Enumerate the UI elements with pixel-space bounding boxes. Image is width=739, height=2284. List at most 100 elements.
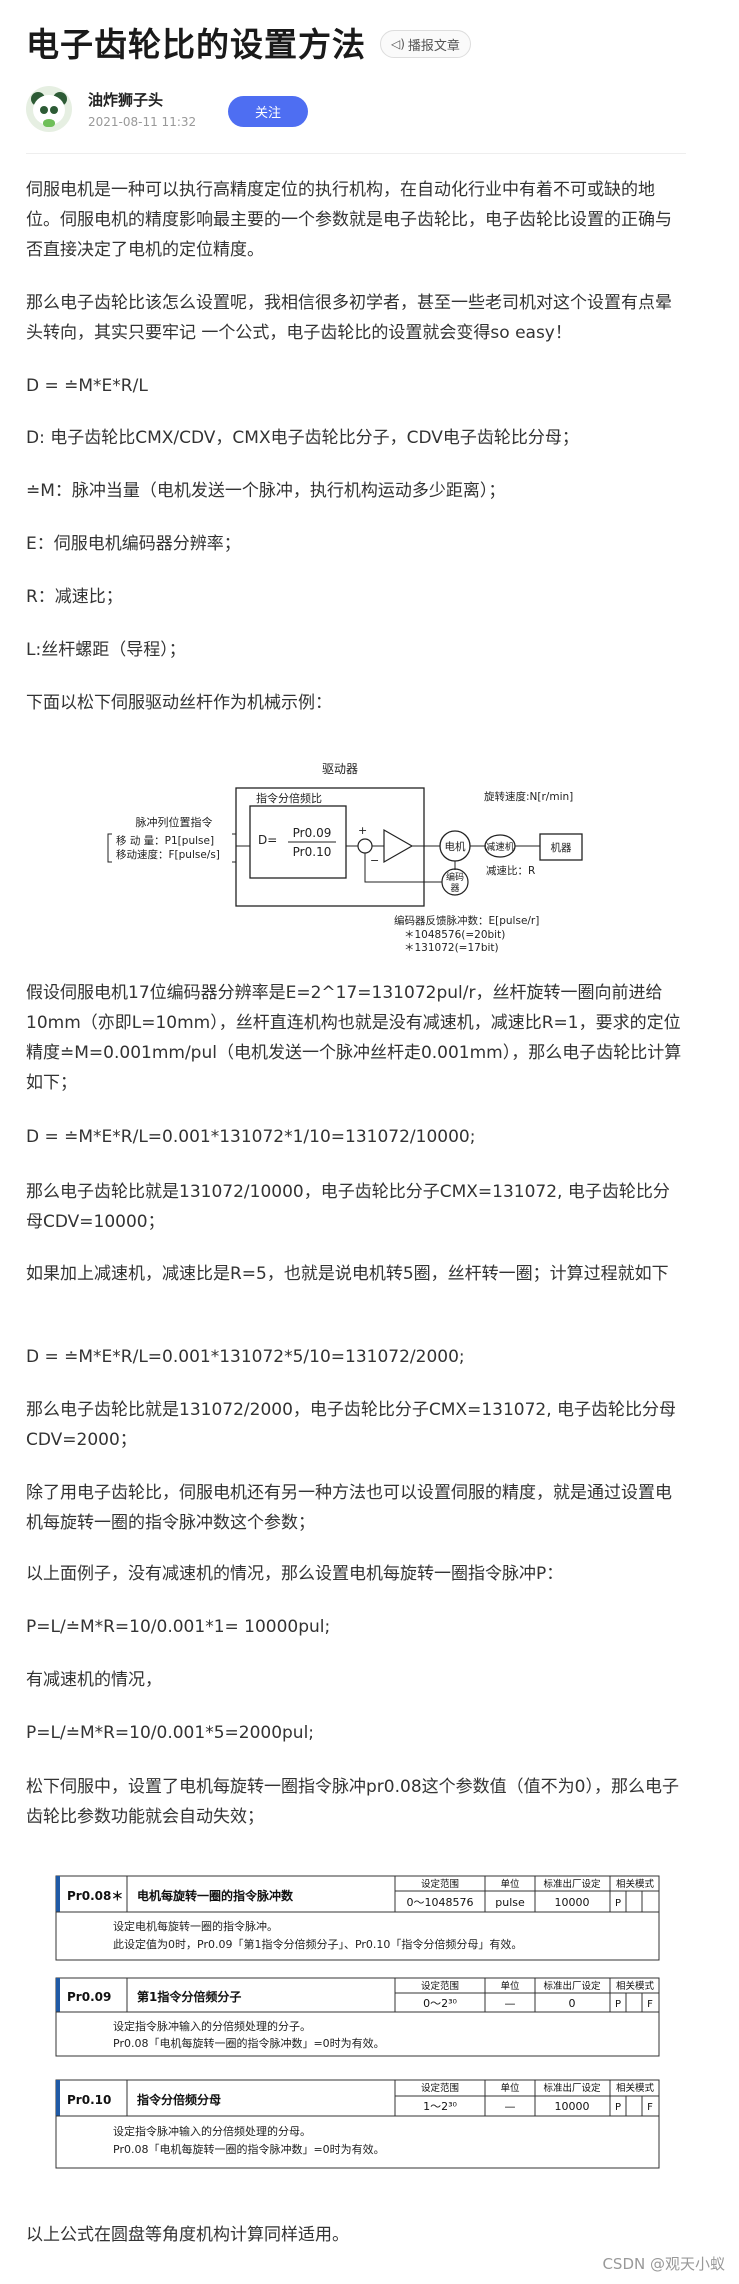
mode-header: 相关模式 xyxy=(616,1980,655,1992)
driver-label: 驱动器 xyxy=(322,762,358,776)
mode-p: P xyxy=(615,1898,621,1909)
range-value: 1～2³⁰ xyxy=(423,2100,457,2113)
param-description: Pr0.08「电机每旋转一圈的指令脉冲数」=0时为有效。 xyxy=(113,2036,385,2050)
param-description: 设定指令脉冲输入的分倍频处理的分母。 xyxy=(113,2124,311,2138)
default-header: 标准出厂设定 xyxy=(543,2082,601,2094)
machine-box xyxy=(539,833,583,861)
unit-value: — xyxy=(505,2100,516,2113)
paragraph: 那么电子齿轮比该怎么设置呢，我相信很多初学者，甚至一些老司机对这个设置有点晕头转… xyxy=(26,293,672,343)
speaker-icon: ◁) xyxy=(391,37,405,51)
range-value: 0～2³⁰ xyxy=(423,1997,457,2010)
unit-value: — xyxy=(505,1997,516,2010)
param-code: Pr0.10 xyxy=(67,2093,111,2107)
paragraph: L:丝杆螺距（导程）； xyxy=(26,640,186,660)
formula: P=L/≐M*R=10/0.001*1= 10000pul; xyxy=(26,1617,331,1637)
mode-p: P xyxy=(615,1999,621,2010)
param-name: 电机每旋转一圈的指令脉冲数 xyxy=(137,1888,294,1903)
param-name: 指令分倍频分母 xyxy=(137,2092,221,2107)
mode-f: F xyxy=(647,2102,653,2113)
paragraph: 伺服电机是一种可以执行高精度定位的执行机构，在自动化行业中有着不可或缺的地位。伺… xyxy=(26,180,672,260)
numerator-param: Pr0.09 xyxy=(293,826,332,840)
formula: D = ≐M*E*R/L=0.001*131072*1/10=131072/10… xyxy=(26,1127,476,1147)
servo-diagram: 驱动器 指令分倍频比 D= Pr0.09 Pr0.10 + − 脉冲列位置指令 … xyxy=(82,758,662,968)
ratio-label: 减速比：R xyxy=(486,864,535,877)
paragraph: 假设伺服电机17位编码器分辨率是E=2^17=131072pul/r，丝杆旋转一… xyxy=(26,983,682,1093)
unit-header: 单位 xyxy=(500,2082,520,2094)
author-block: 油炸狮子头 2021-08-11 11:32 xyxy=(26,86,196,132)
paragraph: R：减速比； xyxy=(26,587,123,607)
param-row: Pr0.09 第1指令分倍频分子 设定范围 单位 标准出厂设定 相关模式 0～2… xyxy=(55,1977,660,2057)
servo-diagram-svg: 驱动器 指令分倍频比 D= Pr0.09 Pr0.10 + − 脉冲列位置指令 … xyxy=(107,762,583,954)
paragraph: ≐M：脉冲当量（电机发送一个脉冲，执行机构运动多少距离）； xyxy=(26,481,506,501)
range-header: 设定范围 xyxy=(421,1878,459,1890)
paragraph: 以上面例子，没有减速机的情况，那么设置电机每旋转一圈指令脉冲P： xyxy=(26,1564,564,1584)
move-amount: 移 动 量：P1[pulse] xyxy=(116,834,214,847)
avatar[interactable] xyxy=(26,86,72,132)
paragraph: 以上公式在圆盘等角度机构计算同样适用。 xyxy=(26,2225,349,2245)
plus-sign: + xyxy=(358,824,367,837)
param-code: Pr0.09 xyxy=(67,1990,111,2004)
default-value: 10000 xyxy=(555,1896,590,1909)
motor-label: 电机 xyxy=(445,840,466,853)
paragraph: 下面以松下伺服驱动丝杆作为机械示例： xyxy=(26,693,332,713)
minus-sign: − xyxy=(370,854,379,867)
amplifier-triangle xyxy=(383,828,414,864)
encoder-label: 编码 xyxy=(446,871,464,883)
divider-box xyxy=(249,805,347,879)
paragraph: E：伺服电机编码器分辨率； xyxy=(26,534,241,554)
reducer-label: 减速机 xyxy=(486,841,515,853)
paragraph: 如果加上减速机，减速比是R=5，也就是说电机转5圈，丝杆转一圈；计算过程就如下 xyxy=(26,1264,669,1284)
bracket xyxy=(107,833,112,863)
param-code: Pr0.08＊ xyxy=(67,1889,123,1903)
paragraph: 那么电子齿轮比就是131072/10000，电子齿轮比分子CMX=131072,… xyxy=(26,1182,670,1232)
default-value: 10000 xyxy=(555,2100,590,2113)
formula: P=L/≐M*R=10/0.001*5=2000pul; xyxy=(26,1723,315,1743)
author-name[interactable]: 油炸狮子头 xyxy=(88,91,164,109)
param-row: Pr0.08＊ 电机每旋转一圈的指令脉冲数 设定范围 单位 标准出厂设定 相关模… xyxy=(55,1875,660,1961)
cmd-divider-label: 指令分倍频比 xyxy=(256,791,322,805)
encoder-label: 器 xyxy=(450,883,459,894)
param-description: 设定电机每旋转一圈的指令脉冲。 xyxy=(113,1919,278,1933)
machine-label: 机器 xyxy=(551,841,572,854)
denominator-param: Pr0.10 xyxy=(293,845,332,859)
mode-header: 相关模式 xyxy=(616,2082,655,2094)
d-equals: D= xyxy=(258,833,277,847)
default-header: 标准出厂设定 xyxy=(543,1878,601,1890)
mode-f: F xyxy=(647,1999,653,2010)
param-description: Pr0.08「电机每旋转一圈的指令脉冲数」=0时为有效。 xyxy=(113,2142,385,2156)
follow-button[interactable]: 关注 xyxy=(228,96,308,127)
parameter-table-svg: Pr0.08＊ 电机每旋转一圈的指令脉冲数 设定范围 单位 标准出厂设定 相关模… xyxy=(55,1875,660,2169)
paragraph: 松下伺服中，设置了电机每旋转一圈指令脉冲pr0.08这个参数值（值不为0），那么… xyxy=(26,1777,679,1827)
range-header: 设定范围 xyxy=(421,1980,459,1992)
pulse-cmd-label: 脉冲列位置指令 xyxy=(136,815,213,829)
range-value: 0～1048576 xyxy=(407,1896,474,1909)
speed-label: 旋转速度:N[r/min] xyxy=(484,790,573,803)
param-description: 此设定值为0时，Pr0.09「第1指令分倍频分子」、Pr0.10「指令分倍频分母… xyxy=(113,1937,522,1951)
feedback-wire xyxy=(364,853,442,883)
unit-header: 单位 xyxy=(500,1878,520,1890)
mode-p: P xyxy=(615,2102,621,2113)
bracket xyxy=(232,833,237,863)
default-value: 0 xyxy=(569,1997,576,2010)
report-article-button[interactable]: ◁) 播报文章 xyxy=(380,30,471,58)
unit-header: 单位 xyxy=(500,1980,520,1992)
header-divider xyxy=(26,153,686,154)
sum-junction xyxy=(357,838,373,854)
encoder-20bit: ＊1048576(=20bit) xyxy=(404,929,505,941)
watermark: CSDN @观天小蚁 xyxy=(602,2255,725,2273)
move-speed: 移动速度：F[pulse/s] xyxy=(116,848,220,861)
range-header: 设定范围 xyxy=(421,2082,459,2094)
paragraph: 有减速机的情况， xyxy=(26,1670,162,1690)
paragraph: 那么电子齿轮比就是131072/2000，电子齿轮比分子CMX=131072, … xyxy=(26,1400,677,1450)
encoder-feedback: 编码器反馈脉冲数：E[pulse/r] xyxy=(394,914,539,927)
title-row: 电子齿轮比的设置方法 ◁) 播报文章 xyxy=(26,18,471,66)
mode-header: 相关模式 xyxy=(616,1878,655,1890)
report-label: 播报文章 xyxy=(407,38,460,54)
paragraph: 除了用电子齿轮比，伺服电机还有另一种方法也可以设置伺服的精度，就是通过设置电机每… xyxy=(26,1483,672,1533)
unit-value: pulse xyxy=(495,1896,525,1909)
param-row: Pr0.10 指令分倍频分母 设定范围 单位 标准出厂设定 相关模式 1～2³⁰… xyxy=(55,2079,660,2169)
formula: D = ≐M*E*R/L=0.001*131072*5/10=131072/20… xyxy=(26,1347,465,1367)
param-name: 第1指令分倍频分子 xyxy=(137,1989,241,2004)
paragraph: D: 电子齿轮比CMX/CDV，CMX电子齿轮比分子，CDV电子齿轮比分母； xyxy=(26,428,579,448)
